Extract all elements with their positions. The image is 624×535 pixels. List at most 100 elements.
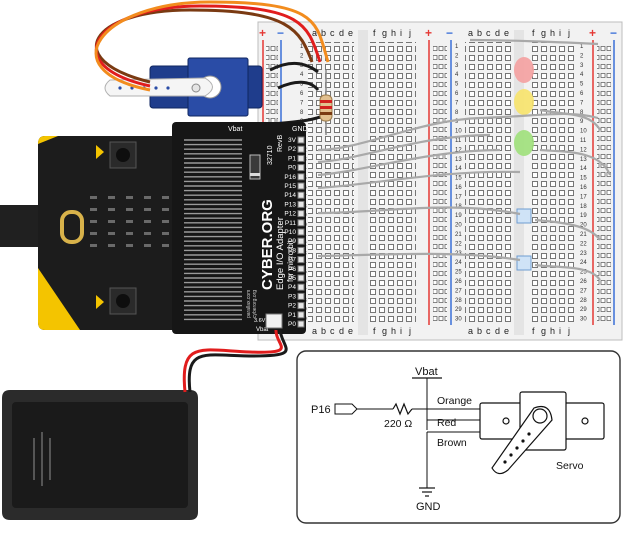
- adapter-part-number: 32710: [267, 145, 274, 165]
- resistor-220: [319, 70, 333, 135]
- schematic-servo-label: Servo: [556, 460, 584, 472]
- adapter-pin-label: P9: [288, 238, 296, 245]
- row-number: 6: [300, 91, 304, 97]
- led-yellow: [514, 89, 534, 115]
- rail-minus-right: −: [610, 26, 617, 40]
- matrix-led: [144, 208, 151, 211]
- col-label-e: e: [348, 28, 353, 38]
- adapter-pin-label: P0: [288, 165, 296, 172]
- row-number: 7: [580, 100, 584, 106]
- row-number: 23: [580, 251, 587, 257]
- adapter-header-pin: [297, 311, 305, 319]
- row-number: 19: [455, 213, 462, 219]
- adapter-header-pin: [297, 302, 305, 310]
- matrix-led: [162, 232, 169, 235]
- row-number: 1: [580, 44, 584, 50]
- row-number: 8: [455, 110, 459, 116]
- servo-cable: [94, 0, 330, 92]
- row-number: 6: [580, 91, 584, 97]
- row-number: 22: [455, 241, 462, 247]
- matrix-led: [162, 196, 169, 199]
- row-number: 21: [580, 232, 587, 238]
- adapter-vbat-label: Vbat: [228, 126, 242, 133]
- row-number: 5: [300, 82, 304, 88]
- matrix-led: [108, 220, 115, 223]
- adapter-header-pin: [297, 320, 305, 328]
- adapter-pin-label: P6: [288, 266, 296, 273]
- col-label-i: i: [400, 28, 402, 38]
- adapter-header-pin: [297, 274, 305, 282]
- row-number: 29: [455, 307, 462, 313]
- row-number: 9: [580, 119, 584, 125]
- matrix-led: [126, 232, 133, 235]
- col-label-c: c: [330, 28, 335, 38]
- col-label-j4: j: [567, 326, 570, 336]
- adapter-vendor-2: cyberorg.org: [252, 290, 258, 318]
- col-label-h: h: [391, 28, 396, 38]
- row-number: 10: [455, 129, 462, 135]
- col-label-f3: f: [373, 326, 376, 336]
- col-label-h3: h: [391, 326, 396, 336]
- battery-wires: [182, 329, 288, 393]
- adapter-title-line2: for micro:bit: [286, 239, 295, 282]
- col-label-c3: c: [330, 326, 335, 336]
- row-number: 7: [455, 100, 459, 106]
- row-number: 25: [580, 270, 587, 276]
- led-matrix: [90, 196, 169, 247]
- col-label-g4: g: [541, 326, 546, 336]
- adapter-pin-label: P16: [284, 174, 296, 181]
- col-label-d: d: [339, 28, 344, 38]
- row-number: 27: [580, 288, 587, 294]
- adapter-pin-label: P2: [288, 146, 296, 153]
- schematic-orange-label: Orange: [437, 395, 472, 407]
- matrix-led: [90, 232, 97, 235]
- matrix-led: [162, 244, 169, 247]
- adapter-pin-label: P1: [288, 155, 296, 162]
- rail-plus-left: +: [259, 26, 266, 40]
- col-label-c2: c: [486, 28, 491, 38]
- col-label-c4: c: [486, 326, 491, 336]
- col-label-b3: b: [321, 326, 326, 336]
- col-label-g3: g: [382, 326, 387, 336]
- adapter-pin-label: P5: [288, 275, 296, 282]
- row-number: 21: [455, 232, 462, 238]
- touch-logo: [60, 210, 84, 244]
- matrix-led: [144, 196, 151, 199]
- adapter-revision: RevB: [277, 135, 284, 152]
- led-green: [514, 130, 534, 156]
- row-number: 20: [580, 223, 587, 229]
- resistor-symbol: [392, 402, 413, 416]
- adapter-header-pin: [297, 228, 305, 236]
- corner-yellow-bottom: [38, 268, 80, 330]
- adapter-header-pin: [297, 200, 305, 208]
- p16-terminal-icon: [334, 403, 358, 415]
- row-number: 11: [455, 138, 462, 144]
- matrix-led: [90, 208, 97, 211]
- matrix-led: [108, 196, 115, 199]
- adapter-header-pin: [297, 154, 305, 162]
- adapter-brand: CYBER.ORG: [259, 199, 276, 290]
- diode: [249, 154, 261, 180]
- row-number: 17: [580, 194, 587, 200]
- adapter-header-pin: [297, 292, 305, 300]
- schematic-brown-label: Brown: [437, 437, 467, 449]
- col-label-j2: j: [567, 28, 570, 38]
- row-number: 15: [455, 176, 462, 182]
- terminal-strip-2-left: [465, 42, 511, 325]
- yellow-triangle-icon: [96, 145, 104, 159]
- col-label-i2: i: [559, 28, 561, 38]
- col-label-d2: d: [495, 28, 500, 38]
- right-power-rail: [592, 40, 615, 325]
- col-label-b: b: [321, 28, 326, 38]
- col-label-i3: i: [400, 326, 402, 336]
- adapter-pin-label: P8: [288, 247, 296, 254]
- terminal-strip-2-right: [530, 42, 576, 325]
- row-number: 12: [455, 147, 462, 153]
- row-number: 18: [580, 204, 587, 210]
- schematic-p16-label: P16: [311, 404, 331, 416]
- adapter-header-pin: [297, 246, 305, 254]
- corner-yellow-top: [38, 136, 58, 144]
- schematic-red-label: Red: [437, 417, 456, 429]
- col-label-g: g: [382, 28, 387, 38]
